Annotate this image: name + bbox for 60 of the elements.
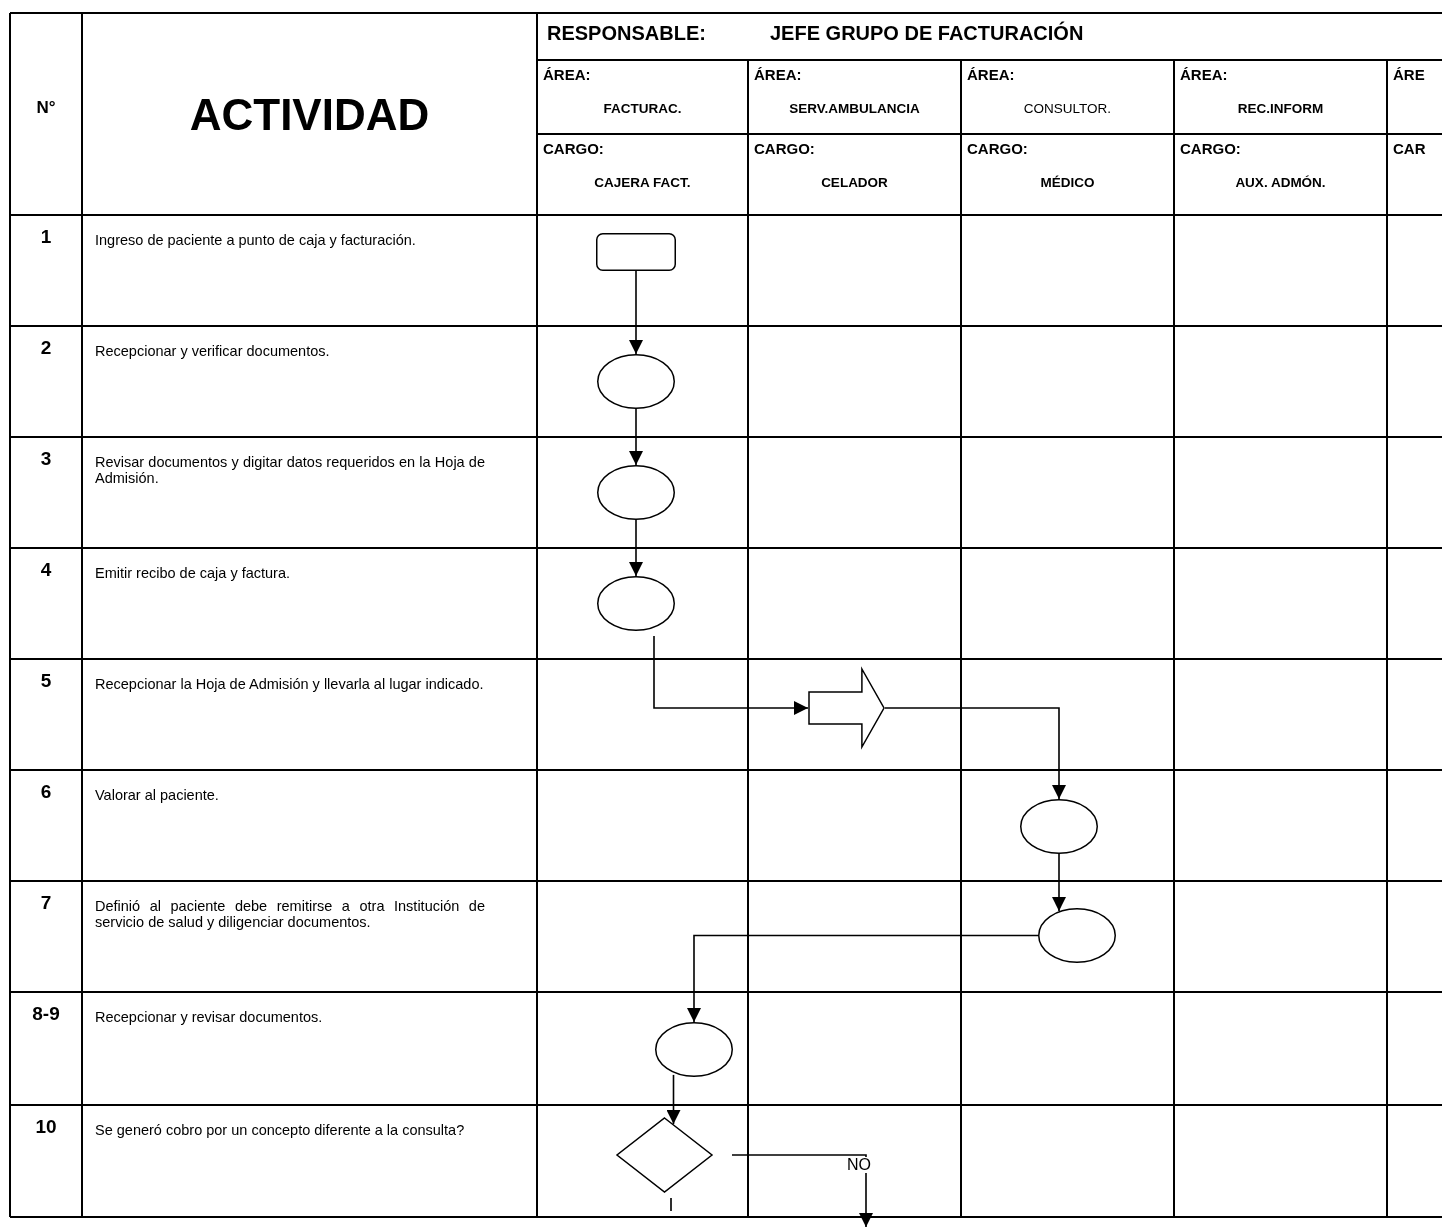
activity-text: Emitir recibo de caja y factura. xyxy=(95,566,292,582)
transport-arrow-shape xyxy=(808,668,885,748)
area-label: ÁREA: xyxy=(543,66,591,84)
step-number: 8-9 xyxy=(31,1003,61,1025)
arrow xyxy=(629,519,643,577)
arrow xyxy=(1052,853,1066,912)
arrow xyxy=(666,1074,681,1125)
column-header: N° xyxy=(35,98,57,118)
area-value: FACTURAC. xyxy=(602,101,683,117)
step-number: 6 xyxy=(39,781,53,803)
step-number: 5 xyxy=(39,670,53,692)
column-header: ACTIVIDAD xyxy=(188,90,431,141)
process-circle xyxy=(1020,799,1098,854)
step-number: 2 xyxy=(39,337,53,359)
branch-label: I xyxy=(668,1195,674,1216)
header-label: RESPONSABLE: xyxy=(547,22,706,45)
step-number: 1 xyxy=(39,226,53,248)
activity-text: Valorar al paciente. xyxy=(95,788,220,804)
start-box xyxy=(596,233,676,271)
arrow xyxy=(629,270,643,355)
area-label: ÁREA: xyxy=(1180,66,1228,84)
cargo-label: CARGO: xyxy=(967,140,1028,158)
activity-text: Se generó cobro por un concepto diferente a la consulta? xyxy=(95,1123,466,1139)
activity-text: Recepcionar y revisar documentos. xyxy=(95,1010,324,1026)
cargo-value: CAJERA FACT. xyxy=(593,175,692,191)
area-value: REC.INFORM xyxy=(1236,101,1325,117)
area-label: ÁREA: xyxy=(967,66,1015,84)
area-value: SERV.AMBULANCIA xyxy=(788,101,921,117)
process-circle xyxy=(655,1022,733,1077)
process-circle xyxy=(597,576,675,631)
cargo-label: CARGO: xyxy=(543,140,604,158)
activity-text: Recepcionar y verificar documentos. xyxy=(95,344,331,360)
activity-text: Definió al paciente debe remitirse a otra Institución de servicio de salud y diligenciar documentos. xyxy=(95,899,485,931)
activity-text: Revisar documentos y digitar datos requeridos en la Hoja de Admisión. xyxy=(95,455,485,487)
arrow xyxy=(629,408,643,466)
cargo-value: MÉDICO xyxy=(1039,175,1096,191)
activity-text: Recepcionar la Hoja de Admisión y llevarla al lugar indicado. xyxy=(95,677,485,693)
step-number: 3 xyxy=(39,448,53,470)
activity-text: Ingreso de paciente a punto de caja y facturación. xyxy=(95,233,417,249)
cargo-value: CELADOR xyxy=(820,175,889,191)
cargo-value: AUX. ADMÓN. xyxy=(1234,175,1327,191)
area-value: CONSULTOR. xyxy=(1022,101,1113,117)
area-label: ÁREA: xyxy=(754,66,802,84)
area-label: ÁRE xyxy=(1393,66,1425,84)
process-circle xyxy=(597,354,675,409)
step-number: 4 xyxy=(39,559,53,581)
cargo-label: CARGO: xyxy=(754,140,815,158)
edge-label: NO xyxy=(846,1157,872,1173)
arrow xyxy=(687,934,1039,1023)
arrow xyxy=(731,1154,873,1227)
header-value: JEFE GRUPO DE FACTURACIÓN xyxy=(770,22,1084,45)
step-number: 7 xyxy=(39,892,53,914)
decision-diamond xyxy=(616,1117,713,1193)
arrow xyxy=(653,635,809,715)
cargo-label: CAR xyxy=(1393,140,1426,158)
arrow xyxy=(884,707,1066,800)
cargo-label: CARGO: xyxy=(1180,140,1241,158)
process-circle xyxy=(597,465,675,520)
process-circle xyxy=(1038,908,1116,963)
step-number: 10 xyxy=(34,1116,58,1138)
